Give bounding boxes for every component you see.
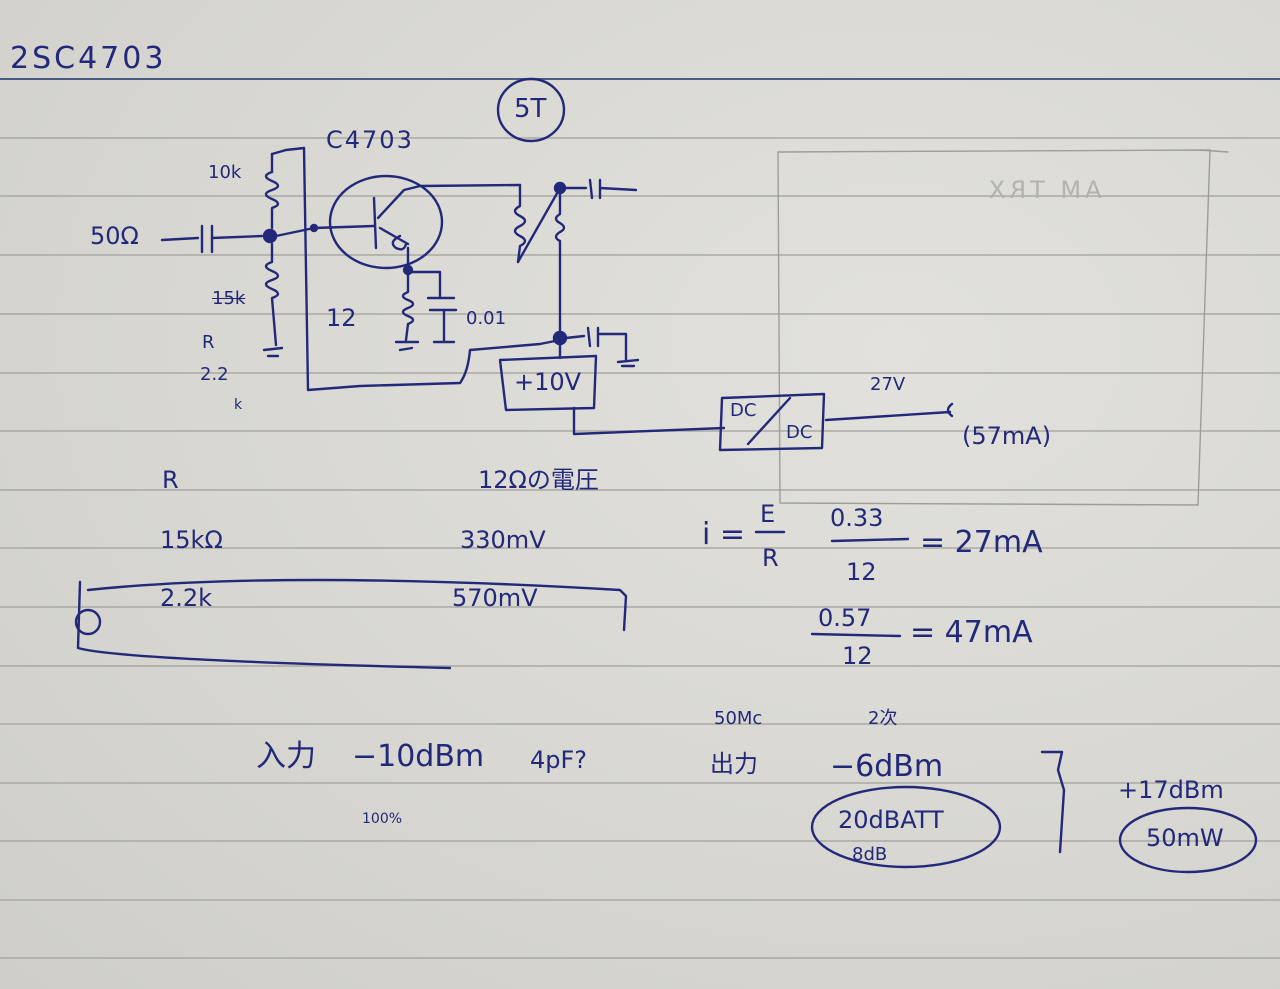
attenuator-label: 20dBATT: [838, 806, 944, 834]
input-note: 4pF?: [530, 746, 588, 774]
ruled-line: [0, 840, 1280, 842]
bias-resistor-unit: k: [234, 397, 243, 413]
emitter-capacitor-label: 0.01: [466, 308, 507, 329]
input-value: −10dBm: [352, 739, 485, 774]
transistor-label: C4703: [326, 126, 414, 154]
regulator-label: +10V: [514, 368, 582, 396]
eq1-numerator: 0.33: [830, 504, 884, 532]
ruled-line: [0, 665, 1280, 667]
ruled-line: [0, 547, 1280, 549]
ruled-line: [0, 782, 1280, 784]
harmonic-label: 2次: [868, 708, 898, 729]
input-impedance-label: 50Ω: [90, 222, 139, 250]
page-title: 2SC4703: [10, 41, 167, 76]
ruled-line: [0, 137, 1280, 139]
bias-resistor-value: 2.2: [200, 364, 229, 385]
table-row-2-r: 2.2k: [160, 584, 213, 612]
table-row-1-v: 330mV: [460, 526, 546, 554]
formula-lhs: i =: [702, 517, 746, 552]
ruled-line: [0, 723, 1280, 725]
title-underline: [0, 78, 1280, 80]
turns-label: 5T: [514, 94, 547, 124]
input-label: 入力: [256, 739, 316, 774]
eq2-result: = 47mA: [910, 615, 1033, 650]
table-row-1-r: 15kΩ: [160, 526, 223, 554]
eq1-denominator: 12: [846, 558, 877, 586]
formula-denominator: R: [762, 544, 779, 572]
eq2-denominator: 12: [842, 642, 873, 670]
eq2-numerator: 0.57: [818, 604, 872, 632]
attenuator-sub-label: 8dB: [852, 844, 888, 865]
emitter-resistor-label: 12: [326, 304, 357, 332]
result-mw: 50mW: [1146, 824, 1224, 852]
table-header-r: R: [162, 466, 179, 494]
ruled-line: [0, 313, 1280, 315]
ruled-line: [0, 957, 1280, 959]
bias-top-resistor-label: 10k: [208, 162, 242, 183]
ruled-line: [0, 899, 1280, 901]
ruled-line: [0, 606, 1280, 608]
bias-old-value-label: 15k: [212, 288, 246, 309]
supply-current-label: (57mA): [962, 422, 1052, 450]
frequency-label: 50Mc: [714, 708, 763, 729]
ruled-line: [0, 254, 1280, 256]
table-row-2-v: 570mV: [452, 584, 538, 612]
ruled-line: [0, 489, 1280, 491]
ruled-line: [0, 195, 1280, 197]
formula-numerator: E: [760, 500, 776, 528]
supply-voltage-label: 27V: [870, 374, 906, 395]
output-label: 出力: [710, 750, 758, 778]
bias-resistor-label: R: [202, 332, 215, 353]
eq1-result: = 27mA: [920, 525, 1043, 560]
dcdc-bottom-label: DC: [786, 422, 813, 443]
percent-note: 100%: [362, 811, 403, 827]
output-value: −6dBm: [830, 749, 944, 784]
table-header-voltage: 12Ωの電圧: [478, 466, 599, 494]
ruled-line: [0, 372, 1280, 374]
dcdc-top-label: DC: [730, 400, 757, 421]
result-dbm: +17dBm: [1118, 776, 1224, 804]
